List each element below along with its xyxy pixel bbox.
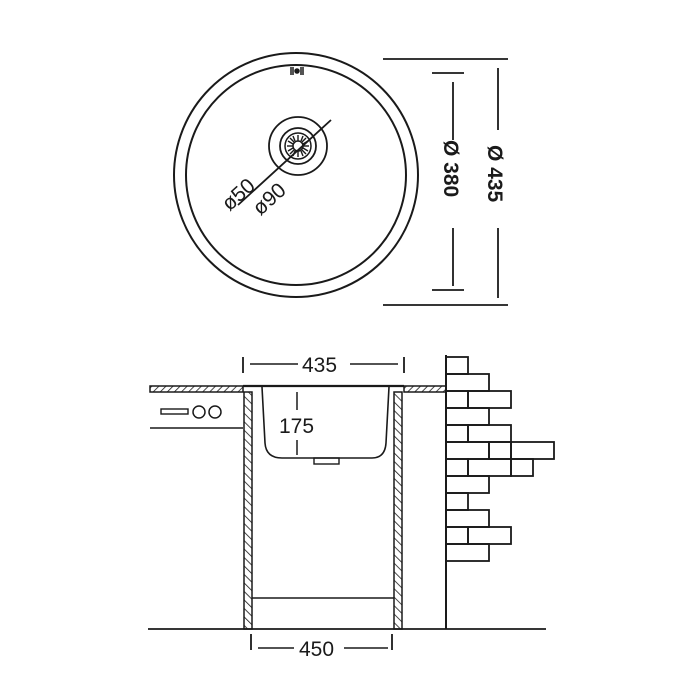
appliance-knob-icon bbox=[208, 405, 222, 419]
cabinet-side-right bbox=[393, 391, 403, 630]
top-view bbox=[173, 52, 419, 298]
sink-width-label: 435 bbox=[302, 354, 337, 377]
cabinet-side-left bbox=[243, 391, 253, 630]
brick-wall bbox=[445, 356, 555, 562]
side-view bbox=[148, 355, 555, 650]
appliance-knob-icon bbox=[192, 405, 206, 419]
overflow-mark-icon bbox=[290, 67, 304, 75]
cabinet-width-label: 450 bbox=[299, 638, 334, 661]
appliance-handle-icon bbox=[160, 408, 189, 415]
drain-labels: ø50 ø90 bbox=[217, 174, 290, 220]
worktop-left bbox=[149, 385, 244, 393]
drain-icon bbox=[268, 116, 328, 176]
sink-outer-rim bbox=[173, 52, 419, 298]
worktop-right bbox=[403, 385, 447, 393]
drain-outer-diameter-label: ø90 bbox=[248, 179, 290, 220]
outer-diameter-label: Ø 435 bbox=[483, 145, 506, 203]
bowl-depth-label: 175 bbox=[279, 415, 314, 438]
diameter-dimensions bbox=[383, 58, 508, 306]
waste-outlet bbox=[313, 457, 340, 465]
sink-inner-bowl bbox=[185, 64, 407, 286]
inner-diameter-label: Ø 380 bbox=[439, 140, 462, 197]
drain-leader-line bbox=[237, 119, 332, 206]
